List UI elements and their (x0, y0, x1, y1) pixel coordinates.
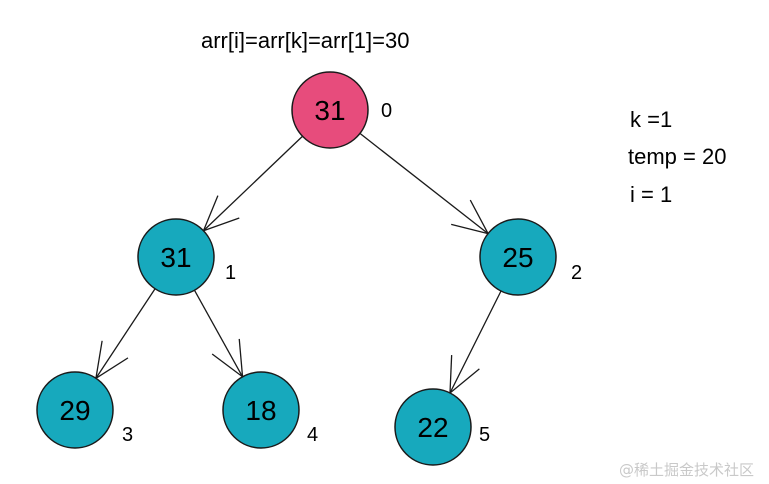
tree-node: 22 5 (394, 388, 490, 466)
node-circle (137, 218, 215, 296)
highlighted-node-circle (291, 71, 369, 149)
edge-arrow (202, 135, 303, 232)
node-value: 22 (417, 412, 448, 443)
node-index-label: 2 (571, 262, 582, 284)
tree-node: 31 1 (137, 218, 236, 296)
node-value: 31 (160, 242, 191, 273)
edge-arrow (95, 288, 156, 379)
node-index-label: 0 (381, 100, 392, 122)
node-value: 18 (245, 395, 276, 426)
edges-layer (95, 132, 502, 394)
watermark: @稀土掘金技术社区 (619, 461, 755, 479)
nodes-layer: 31 0 31 1 25 2 29 3 18 4 22 5 (36, 71, 582, 466)
node-index-label: 3 (122, 424, 133, 446)
variable-k: k =1 (630, 107, 673, 132)
node-circle (479, 218, 557, 296)
node-circle (36, 371, 114, 449)
variable-temp: temp = 20 (628, 144, 727, 169)
node-index-label: 1 (225, 262, 236, 284)
node-value: 25 (502, 242, 533, 273)
edge-arrow (359, 132, 489, 235)
node-index-label: 5 (479, 424, 490, 446)
tree-node: 31 0 (291, 71, 392, 149)
node-value: 29 (59, 395, 90, 426)
tree-node: 18 4 (222, 371, 318, 449)
edge-arrow (193, 289, 244, 378)
node-circle (394, 388, 472, 466)
node-index-label: 4 (307, 424, 318, 446)
edge-arrow (449, 290, 502, 394)
node-value: 31 (314, 95, 345, 126)
node-circle (222, 371, 300, 449)
swap-caption: arr[i]=arr[k]=arr[1]=30 (201, 28, 410, 53)
tree-node: 25 2 (479, 218, 582, 296)
tree-node: 29 3 (36, 371, 133, 449)
variable-i: i = 1 (630, 182, 673, 207)
